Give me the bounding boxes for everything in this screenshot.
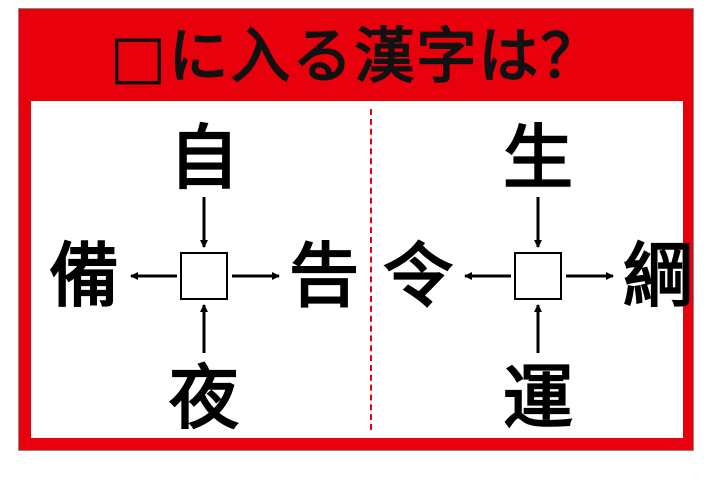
puzzle-2-left-kanji: 令 — [383, 235, 453, 317]
question-title: □に入る漢字は？ — [109, 22, 603, 92]
puzzle-frame: □に入る漢字は？ 自 備 告 夜 生 令 綱 運 — [18, 8, 694, 451]
puzzle-2-bottom-kanji: 運 — [503, 357, 573, 439]
puzzle-1-bottom-kanji: 夜 — [169, 357, 239, 439]
puzzle-1-left-kanji: 備 — [49, 235, 119, 317]
puzzle-2-blank-square[interactable] — [514, 252, 562, 300]
puzzle-2-top-kanji: 生 — [503, 117, 573, 199]
dashed-divider — [370, 109, 372, 430]
puzzle-board: 自 備 告 夜 生 令 綱 運 — [31, 101, 693, 439]
puzzle-2-right-kanji: 綱 — [623, 235, 693, 317]
puzzle-1-arrows — [130, 197, 280, 353]
arrows-layer — [130, 197, 614, 353]
puzzle-1-blank-square[interactable] — [180, 252, 228, 300]
puzzle-2-arrows — [464, 197, 614, 353]
puzzle-1-right-kanji: 告 — [289, 235, 359, 317]
puzzle-1-top-kanji: 自 — [169, 117, 239, 199]
